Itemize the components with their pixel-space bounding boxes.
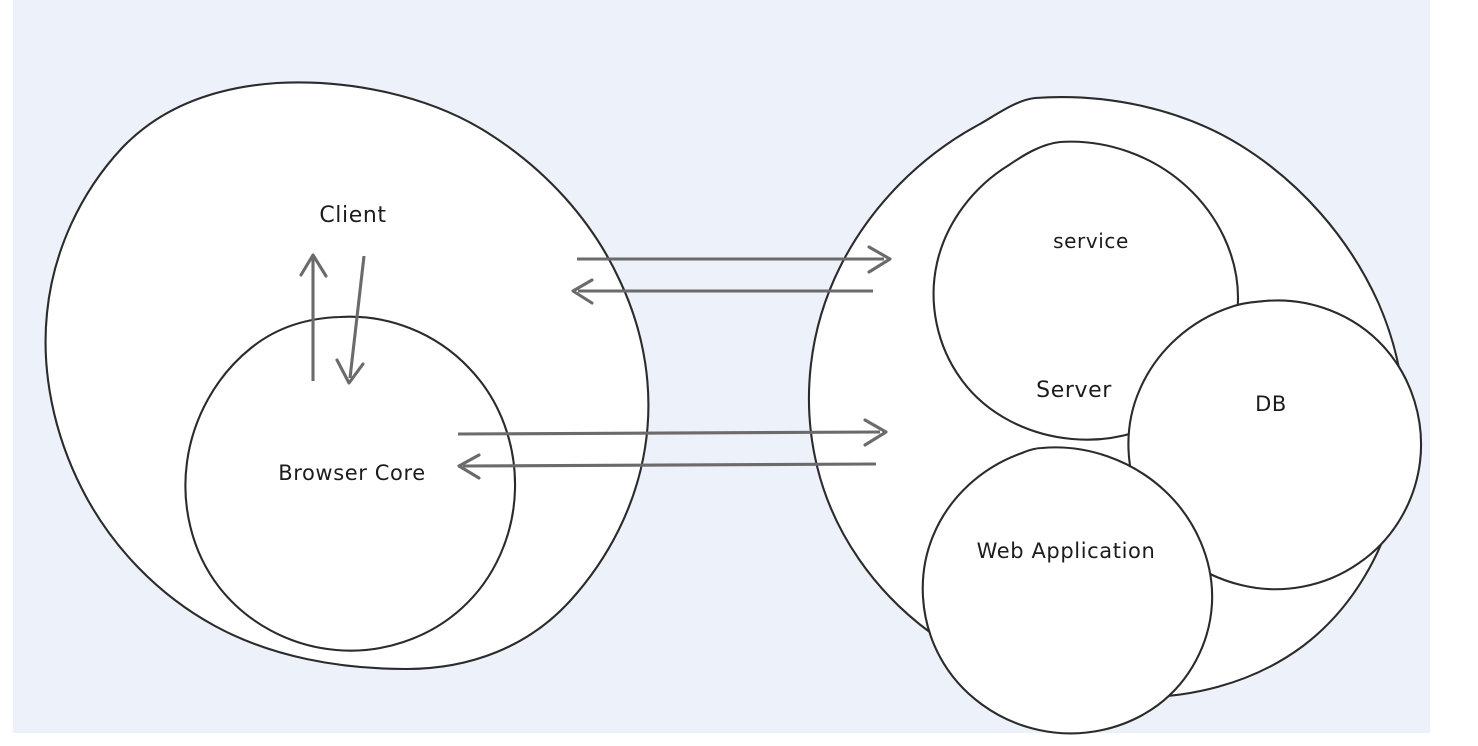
browser-core-label: Browser Core [278, 461, 426, 485]
browser-core-blob-shape[interactable] [184, 315, 517, 652]
service-label: service [1053, 229, 1129, 253]
db-label: DB [1255, 392, 1287, 416]
server-to-client-response-arrow[interactable] [571, 278, 873, 305]
client-label: Client [319, 203, 386, 228]
server-label: Server [1036, 378, 1112, 403]
web-application-blob-shape[interactable] [921, 446, 1214, 735]
server-to-core-response-arrow[interactable] [457, 453, 877, 480]
core-to-server-request-arrow[interactable] [457, 418, 888, 447]
web-application-label: Web Application [977, 539, 1156, 563]
core-to-client-up-arrow[interactable] [299, 253, 328, 381]
client-to-server-request-arrow[interactable] [577, 245, 892, 274]
client-to-core-down-arrow[interactable] [335, 255, 366, 385]
db-blob-shape[interactable] [1127, 299, 1423, 591]
